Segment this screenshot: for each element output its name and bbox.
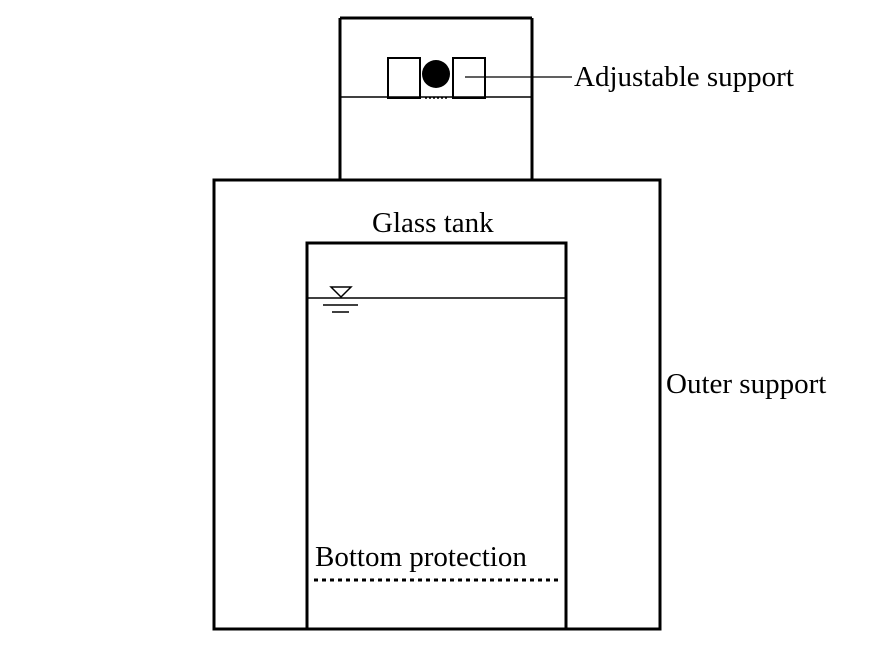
outer-support-label: Outer support [666, 368, 826, 400]
left-support-block [387, 57, 421, 99]
adjustable-support-label: Adjustable support [574, 61, 794, 93]
ball-icon [422, 60, 450, 88]
right-support-block [452, 57, 486, 99]
glass-tank-label: Glass tank [372, 207, 494, 239]
adjustable-support [387, 57, 486, 99]
bottom-protection-label: Bottom protection [315, 541, 527, 573]
water-level-triangle-icon [323, 286, 358, 313]
glass-tank [305, 241, 568, 631]
top-frame [338, 16, 534, 180]
